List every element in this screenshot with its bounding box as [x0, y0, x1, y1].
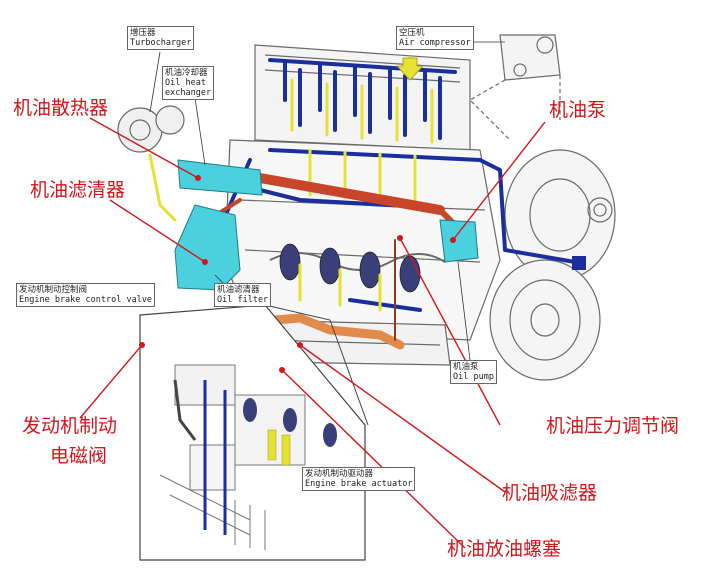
tag-air-compressor: 空压机 Air compressor: [396, 26, 474, 50]
tag-air-compressor-en: Air compressor: [399, 38, 471, 48]
cyan-components: [139, 159, 479, 361]
engine-block-outline: [117, 34, 616, 381]
callout-brake-solenoid-line1: 发动机制动: [22, 415, 118, 437]
air-intake-arrow: [396, 57, 424, 81]
tag-oil-filter: 机油滤清器 Oil filter: [214, 283, 272, 307]
tag-turbocharger: 增压器 Turbocharger: [127, 26, 195, 50]
oil-cooler-body: [177, 159, 263, 196]
oil-pickup-orange: [270, 239, 405, 350]
callout-pressure-valve: 机油压力调节阀: [546, 415, 680, 437]
tag-oil-pump: 机油泵 Oil pump: [450, 360, 497, 384]
callout-leaders: [79, 117, 546, 549]
front-oil-fitting: [572, 256, 586, 270]
tag-oil-heat-exchanger-en2: exchanger: [165, 88, 212, 98]
callout-oil-cooler: 机油散热器: [13, 97, 109, 119]
tag-oil-heat-exchanger: 机油冷却器 Oil heat exchanger: [162, 66, 215, 100]
callout-leader-dots: [139, 175, 456, 373]
tag-oil-heat-exchanger-zh: 机油冷却器: [165, 68, 208, 78]
tag-turbocharger-en: Turbocharger: [130, 38, 192, 48]
oil-feed-yellow: [148, 56, 434, 312]
callout-strainer: 机油吸滤器: [502, 482, 598, 504]
tag-oil-pump-en: Oil pump: [453, 372, 494, 382]
engine-brake-inset: [139, 304, 369, 561]
tag-engine-brake-actuator: 发动机制动驱动器 Engine brake actuator: [302, 467, 416, 491]
oil-filter-housing: [174, 204, 241, 291]
tag-oil-heat-exchanger-en1: Oil heat: [165, 78, 206, 88]
tag-engine-brake-actuator-en: Engine brake actuator: [305, 479, 413, 489]
tag-engine-brake-actuator-zh: 发动机制动驱动器: [305, 469, 374, 479]
callout-oil-pump: 机油泵: [549, 99, 607, 121]
callout-brake-solenoid-line2: 电磁阀: [50, 445, 108, 467]
oil-pump-body: [439, 219, 479, 263]
tag-engine-brake-control-valve: 发动机制动控制阀 Engine brake control valve: [16, 283, 156, 307]
callout-oil-filter: 机油滤清器: [30, 179, 126, 201]
tag-air-compressor-zh: 空压机: [399, 28, 425, 38]
tag-oil-filter-en: Oil filter: [217, 295, 269, 305]
tag-engine-brake-control-valve-zh: 发动机制动控制阀: [19, 285, 88, 295]
callout-drain-plug: 机油放油螺塞: [447, 538, 562, 560]
tag-turbocharger-zh: 增压器: [130, 28, 156, 38]
tag-oil-filter-zh: 机油滤清器: [217, 285, 260, 295]
tag-oil-pump-zh: 机油泵: [453, 362, 479, 372]
tag-engine-brake-control-valve-en: Engine brake control valve: [19, 295, 153, 305]
